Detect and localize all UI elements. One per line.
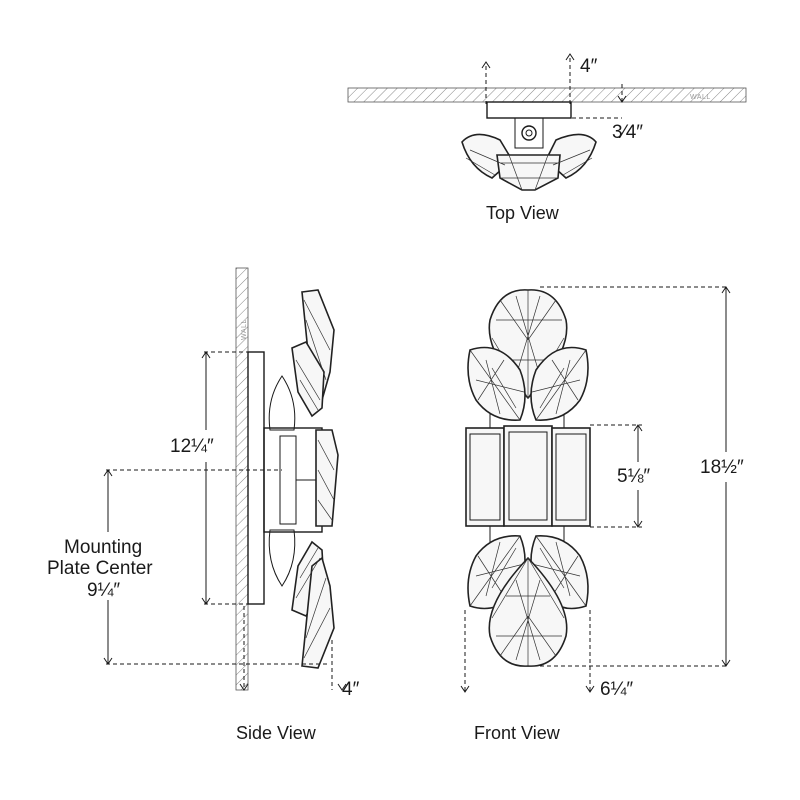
side-crystal-upper — [291, 340, 325, 418]
side-view-title: Side View — [236, 723, 317, 743]
side-depth-dimension: 4″ — [342, 679, 360, 700]
side-candle-lower — [268, 529, 296, 587]
top-stem — [514, 117, 544, 149]
top-view: WALL 4″ 3⁄4″ Top View — [347, 53, 747, 223]
mounting-dimension: 9¼″ — [87, 580, 120, 601]
side-candle-upper — [268, 375, 296, 431]
top-plate-dimension: 3⁄4″ — [612, 122, 643, 143]
mounting-label-line2: Plate Center — [47, 558, 153, 579]
front-view: 18½″ 5⅛″ 6¼″ Front View — [460, 286, 744, 743]
front-total-height-dimension: 18½″ — [700, 457, 744, 478]
front-shade-height-dimension: 5⅛″ — [617, 466, 650, 487]
mounting-label-line1: Mounting — [64, 537, 142, 558]
side-wall-tag: WALL — [241, 319, 248, 340]
side-height-dimension: 12¼″ — [170, 436, 214, 457]
side-crystal-bottom — [301, 556, 335, 669]
front-shade — [465, 425, 591, 527]
top-depth-dimension: 4″ — [580, 56, 598, 77]
side-backplate — [247, 351, 265, 605]
front-crystal-bottom — [488, 556, 568, 667]
top-wall — [347, 87, 747, 103]
top-view-title: Top View — [486, 203, 560, 223]
front-view-title: Front View — [474, 723, 561, 743]
top-mount-knob — [521, 125, 537, 141]
side-shade — [315, 429, 339, 527]
top-wall-tag: WALL — [690, 94, 711, 101]
top-backplate — [486, 101, 572, 119]
top-crystals — [461, 133, 597, 191]
top-mount-knob-inner — [525, 129, 533, 137]
front-width-dimension: 6¼″ — [600, 679, 633, 700]
front-crystal-upper-left — [467, 346, 526, 421]
side-view: WALL 12¼″ Mounting P — [47, 267, 360, 743]
front-crystal-upper-right — [530, 346, 589, 421]
